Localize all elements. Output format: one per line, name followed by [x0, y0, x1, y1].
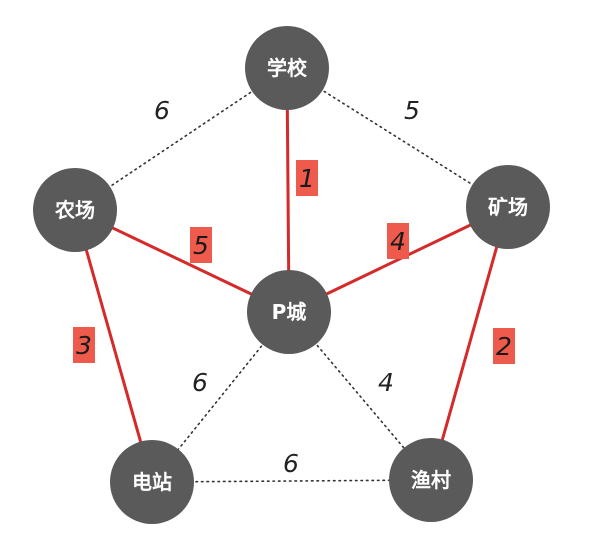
node-label-farm: 农场 — [54, 198, 95, 222]
node-farm: 农场 — [33, 168, 117, 252]
weight-box-school-pcity — [296, 160, 318, 196]
node-village: 渔村 — [389, 438, 473, 522]
weight-box-farm-pcity — [190, 227, 212, 263]
weight-label-station-village: 6 — [283, 449, 299, 478]
weight-box-mine-pcity — [387, 223, 409, 259]
node-label-pcity: P城 — [272, 300, 307, 324]
node-circle-school — [245, 26, 329, 110]
node-station: 电站 — [110, 440, 194, 524]
edge-station-village — [151, 479, 432, 483]
weight-box-mine-village — [493, 328, 515, 364]
edge-school-farm — [74, 67, 288, 211]
node-circle-village — [389, 438, 473, 522]
node-school: 学校 — [245, 26, 329, 110]
edge-mine-village — [429, 206, 510, 481]
weight-label-pcity-village: 4 — [378, 368, 394, 397]
weight-label-mine-pcity: 4 — [390, 227, 406, 256]
edge-farm-station — [73, 209, 154, 483]
node-label-station: 电站 — [132, 470, 172, 494]
node-circle-station — [110, 440, 194, 524]
node-pcity: P城 — [247, 270, 331, 354]
node-circle-mine — [466, 165, 550, 249]
weight-label-farm-station: 3 — [76, 331, 92, 360]
edge-school-mine — [286, 67, 509, 208]
weight-label-school-farm: 6 — [154, 96, 170, 125]
node-label-school: 学校 — [267, 56, 308, 80]
weights-layer: 1 5 4 3 2 6 5 6 4 6 — [73, 96, 515, 478]
weight-label-mine-village: 2 — [496, 332, 512, 361]
weight-box-farm-station — [73, 327, 95, 363]
node-circle-pcity — [247, 270, 331, 354]
node-label-village: 渔村 — [411, 468, 451, 492]
node-circle-farm — [33, 168, 117, 252]
weight-label-pcity-station: 6 — [192, 368, 208, 397]
weight-label-school-pcity: 1 — [299, 164, 315, 193]
node-label-mine: 矿场 — [488, 195, 528, 219]
node-mine: 矿场 — [466, 165, 550, 249]
weight-label-school-mine: 5 — [404, 96, 420, 125]
weight-label-farm-pcity: 5 — [193, 231, 209, 260]
